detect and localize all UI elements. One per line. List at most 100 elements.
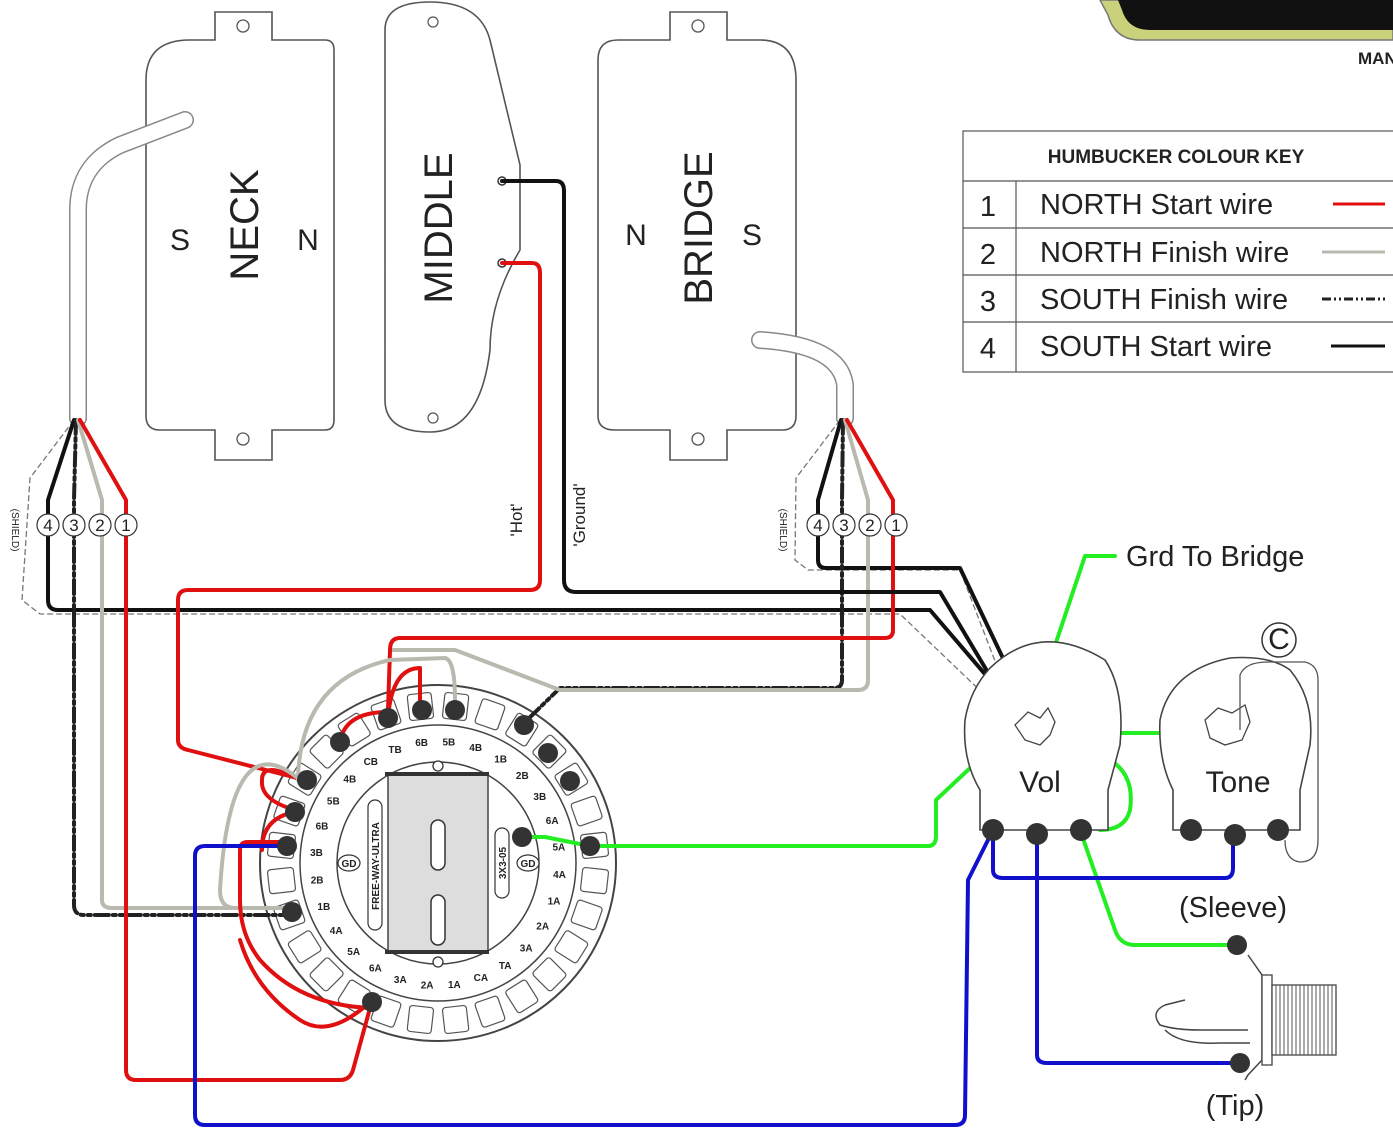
middle-hot-wire-red xyxy=(176,261,542,782)
switch-terminal-label: 3A xyxy=(520,943,533,954)
switch-terminal-label: 6B xyxy=(316,821,329,832)
hot-wire-label: 'Hot' xyxy=(507,504,526,537)
capacitor-label: C xyxy=(1268,623,1290,656)
middle-ground-wire-black xyxy=(500,179,1017,720)
bridge-wire-num-1: 1 xyxy=(891,516,900,535)
switch-terminal-label: CB xyxy=(364,757,378,768)
switch-name: FREE-WAY-ULTRA xyxy=(371,822,382,910)
neck-wire-numbers: 4 3 2 1 (SHIELD) xyxy=(9,509,138,552)
key-row-2-number: 2 xyxy=(980,239,996,271)
blue-switch-to-vol xyxy=(193,828,995,1127)
key-row-1-number: 1 xyxy=(980,191,996,223)
bridge-wire-num-2: 2 xyxy=(865,516,874,535)
bridge-wire-2-grey xyxy=(388,418,870,692)
switch-terminal-label: 4B xyxy=(469,743,482,754)
switch-jumper-red-3 xyxy=(259,768,302,812)
sleeve-label: (Sleeve) xyxy=(1179,892,1287,924)
switch-terminal xyxy=(570,795,603,827)
switch-terminal xyxy=(287,930,322,964)
switch-terminal-label: 5A xyxy=(347,947,360,958)
volume-pot: Vol xyxy=(963,641,1122,845)
switch-terminal-label: CA xyxy=(474,973,488,984)
colour-key-table: HUMBUCKER COLOUR KEY 1 NORTH Start wire … xyxy=(962,130,1393,373)
switch-ground-label-left: GD xyxy=(342,859,357,870)
bridge-wire-numbers: 4 3 2 1 (SHIELD) xyxy=(777,509,908,551)
tip-label: (Tip) xyxy=(1206,1090,1265,1122)
logo-text: MAN xyxy=(1358,49,1393,68)
bridge-wire-num-4: 4 xyxy=(813,516,822,535)
key-row-1-label: NORTH Start wire xyxy=(1040,189,1273,221)
bridge-shield-wire xyxy=(794,419,1011,701)
middle-label: MIDDLE xyxy=(417,152,461,303)
neck-wire-1-red xyxy=(78,418,372,1082)
neck-wire-num-3: 3 xyxy=(69,516,78,535)
switch-terminal xyxy=(441,1004,470,1035)
key-row-3-number: 3 xyxy=(980,286,996,318)
switch-jumper-red-6 xyxy=(238,938,374,1029)
switch-terminal-label: 6A xyxy=(546,816,559,827)
neck-pole-south: S xyxy=(170,224,190,257)
neck-wire-num-4: 4 xyxy=(43,516,52,535)
switch-terminal-label: 1A xyxy=(548,897,561,908)
neck-pickup: NECK S N xyxy=(145,11,335,461)
key-row-4-label: SOUTH Start wire xyxy=(1040,331,1272,363)
switch-terminal xyxy=(532,957,567,992)
switch-terminal-label: 5B xyxy=(327,796,340,807)
switch-terminal-label: 3B xyxy=(310,848,323,859)
bridge-wire-1-red xyxy=(386,418,895,712)
bridge-wire-4-black xyxy=(816,418,1032,717)
neck-wire-num-2: 2 xyxy=(95,516,104,535)
switch-terminal-label: 3B xyxy=(533,792,546,803)
ground-to-bridge-label: Grd To Bridge xyxy=(1126,541,1304,573)
switch-terminal-label: 1A xyxy=(448,980,461,991)
tone-pot: Tone C xyxy=(1158,622,1319,863)
capacitor-icon xyxy=(1261,622,1297,658)
switch-jumper-red-2 xyxy=(386,666,422,720)
middle-pickup: MIDDLE xyxy=(384,1,521,433)
colour-key-title: HUMBUCKER COLOUR KEY xyxy=(1048,147,1305,168)
green-vol-loop xyxy=(1038,743,1133,832)
neck-wire-2-grey xyxy=(76,418,292,910)
switch-terminal-label: 1B xyxy=(317,902,330,913)
neck-label: NECK xyxy=(223,169,267,280)
switch-terminal xyxy=(406,1004,435,1035)
switch-model: 3X3-05 xyxy=(498,846,509,879)
neck-shield-label: (SHIELD) xyxy=(9,509,20,552)
neck-pole-north: N xyxy=(297,224,319,257)
blue-vol-to-tone-ground xyxy=(991,828,1235,880)
switch-terminal-label: 1B xyxy=(494,754,507,765)
switch-terminal xyxy=(505,979,539,1014)
output-jack: (Sleeve) (Tip) xyxy=(1155,892,1337,1122)
neck-wire-4-black xyxy=(46,418,1022,717)
switch-terminal-label: TA xyxy=(499,961,512,972)
bridge-cable xyxy=(751,331,854,427)
switch-terminal-label: 2B xyxy=(516,771,529,782)
switch-terminal-label: 6B xyxy=(415,738,428,749)
neck-shield-wire xyxy=(21,419,991,701)
switch-terminal-label: TB xyxy=(388,745,401,756)
switch-terminal-label: 2B xyxy=(311,875,324,886)
switch-terminal xyxy=(570,899,603,931)
jack-threads xyxy=(1271,984,1337,1056)
switch-terminal-label: 3A xyxy=(394,975,407,986)
switch-terminal-label: 2A xyxy=(421,981,434,992)
bridge-wire-3-dashdot xyxy=(523,418,845,724)
switch-terminal-label: 4A xyxy=(330,926,343,937)
switch-terminal xyxy=(309,957,344,992)
switch-terminal xyxy=(474,698,506,731)
bridge-pole-north: N xyxy=(625,219,647,252)
switch-terminal xyxy=(474,995,506,1028)
green-switch-to-vol xyxy=(520,738,1002,848)
switch-terminal-label: 5B xyxy=(443,738,456,749)
bridge-pole-south: S xyxy=(742,219,762,252)
bridge-label: BRIDGE xyxy=(677,151,721,304)
switch-jumper-grey-1 xyxy=(296,656,457,782)
switch-terminal-label: 4A xyxy=(553,870,566,881)
switch-terminal xyxy=(554,930,589,964)
switch-terminal xyxy=(579,866,610,895)
switch-terminal-label: 6A xyxy=(369,964,382,975)
key-row-3-label: SOUTH Finish wire xyxy=(1040,284,1288,316)
